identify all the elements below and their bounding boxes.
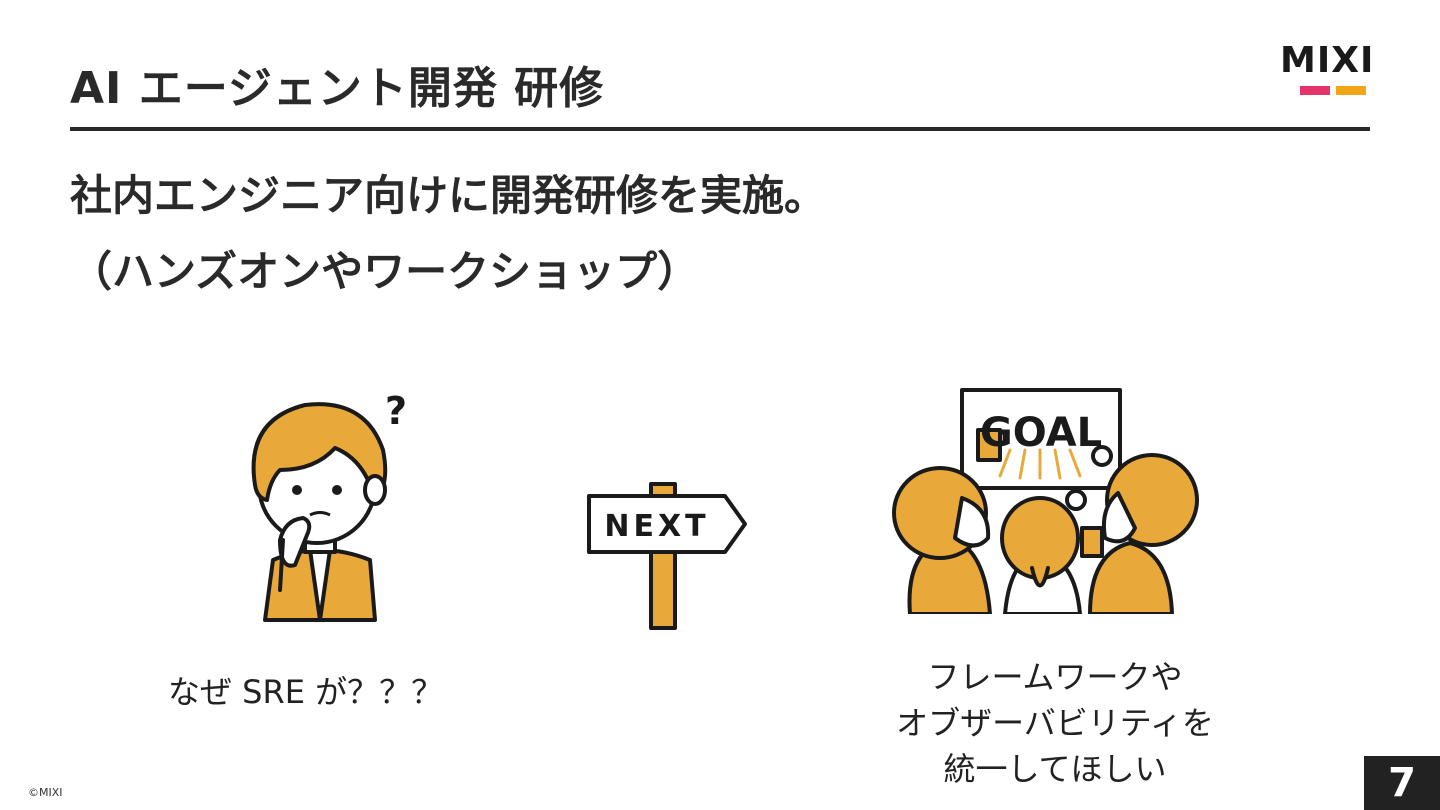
logo-red-bar [1300, 86, 1330, 95]
copyright-notice: ©MIXI [28, 786, 63, 799]
slide-title: AI エージェント開発 研修 [70, 63, 605, 114]
logo-wordmark: MIXI [1280, 40, 1375, 81]
question-mark-icon: ? [385, 390, 407, 433]
heading-line-1: 社内エンジニア向けに開発研修を実施。 [70, 171, 827, 220]
main-heading: 社内エンジニア向けに開発研修を実施。 （ハンズオンやワークショップ） [70, 158, 826, 310]
next-sign-illustration: NEXT [587, 482, 747, 630]
heading-line-2: （ハンズオンやワークショップ） [70, 247, 700, 296]
caption-unify-request: フレームワークや オブザーバビリティを 統一してほしい [865, 654, 1245, 792]
logo-yellow-bar [1336, 86, 1366, 95]
confused-person-illustration: ? [251, 390, 407, 622]
caption-right-line-2: オブザーバビリティを [896, 704, 1214, 742]
title-divider [70, 127, 1370, 131]
goal-board-label: GOAL [980, 410, 1102, 456]
sign-label: NEXT [604, 509, 709, 544]
page-number: 7 [1364, 756, 1440, 810]
caption-right-line-3: 統一してほしい [943, 750, 1167, 788]
goal-celebration-illustration: GOAL [892, 388, 1199, 614]
caption-why-sre: なぜ SRE が？？？ [168, 673, 444, 711]
caption-right-line-1: フレームワークや [927, 658, 1183, 696]
mixi-logo: MIXI [1280, 40, 1384, 98]
